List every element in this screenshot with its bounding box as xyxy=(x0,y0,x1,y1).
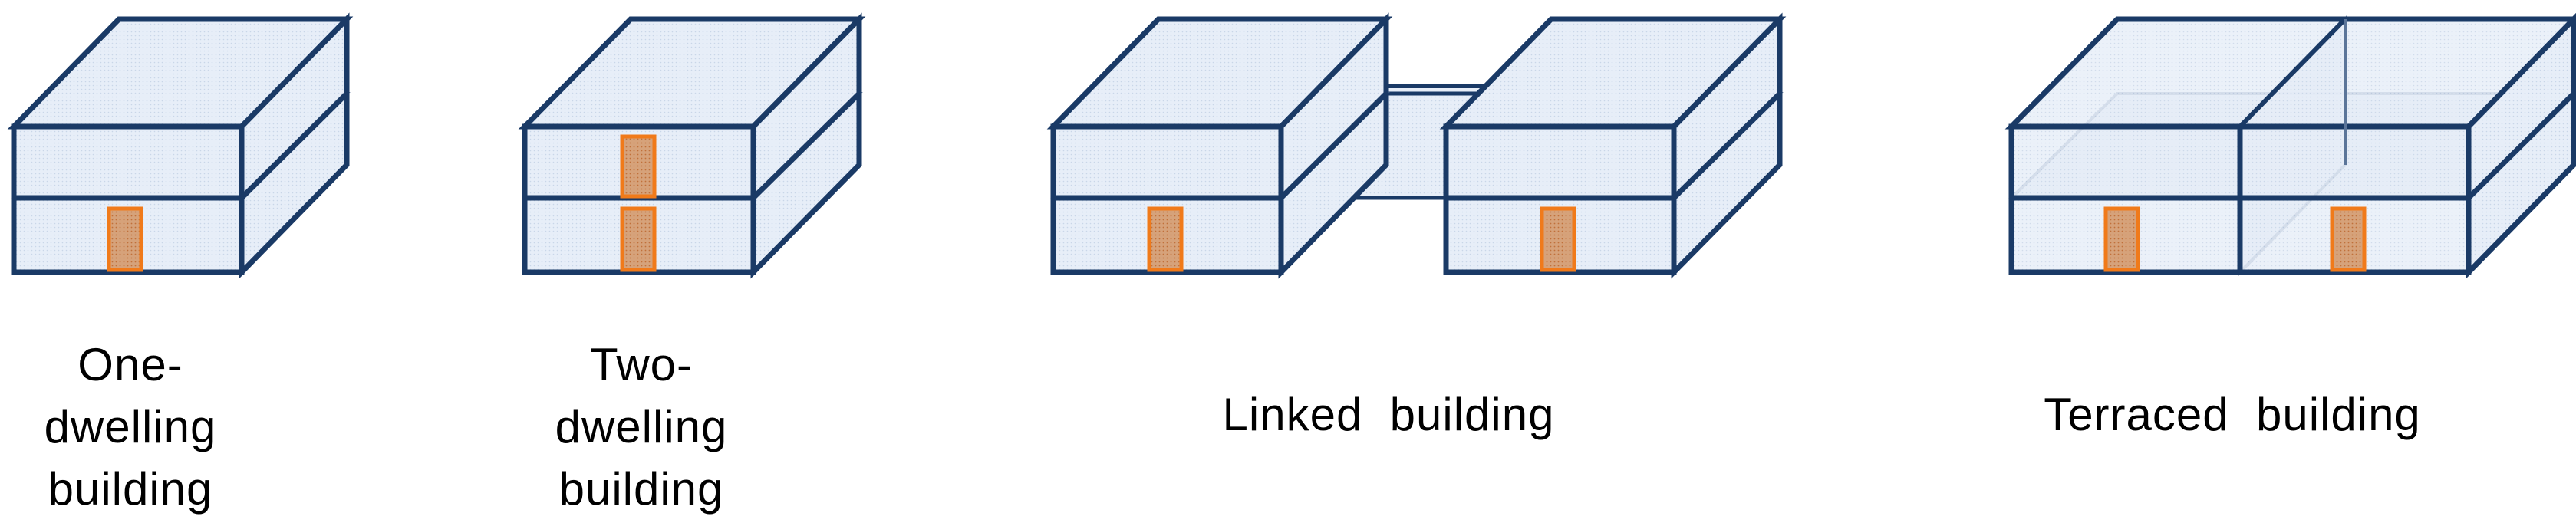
linked-building-label: Linked building xyxy=(1222,389,1555,440)
one-dwelling-building xyxy=(7,12,354,279)
two-dwelling-building xyxy=(518,12,866,279)
label-line: building xyxy=(48,463,213,515)
label-line: building xyxy=(558,463,724,515)
door-icon-right xyxy=(2330,206,2367,272)
door-icon-left xyxy=(2103,206,2140,272)
label-line: dwelling xyxy=(44,401,217,452)
door-icon-lower xyxy=(620,206,657,272)
terraced-building xyxy=(2004,12,2576,279)
label-line: Two- xyxy=(589,339,693,390)
door-icon-left xyxy=(1147,206,1184,272)
label-line: dwelling xyxy=(555,401,728,452)
door-icon-upper xyxy=(620,134,657,199)
terraced-building-label: Terraced building xyxy=(2044,389,2421,440)
one-dwelling-label: One- dwelling building xyxy=(15,334,245,520)
label-line: One- xyxy=(77,339,183,390)
linked-building xyxy=(1046,12,1787,279)
two-dwelling-label: Two- dwelling building xyxy=(526,334,756,520)
door-icon-right xyxy=(1540,206,1576,272)
door-icon xyxy=(107,206,143,272)
